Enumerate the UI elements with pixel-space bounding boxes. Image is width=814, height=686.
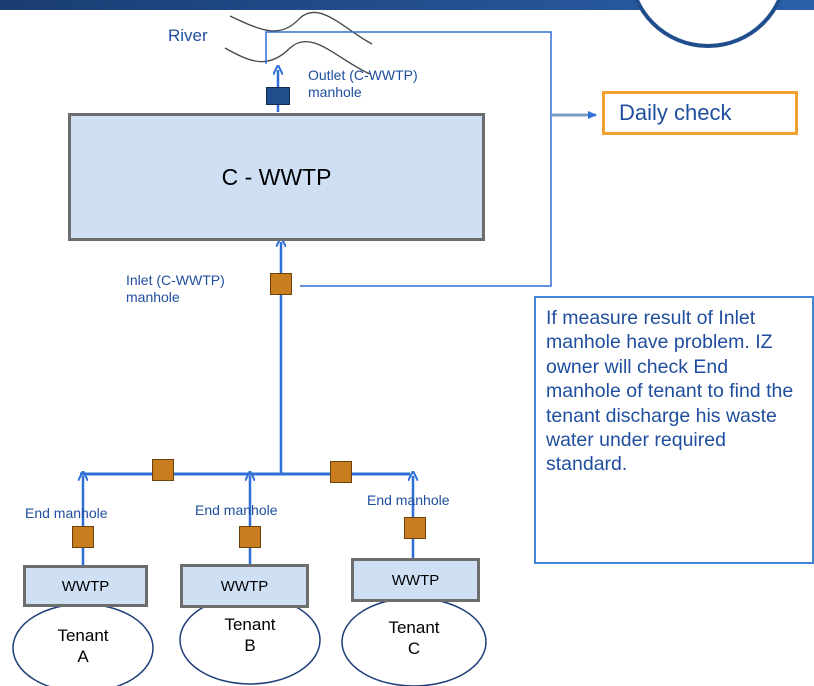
tenant-c-wwtp-box: WWTP: [351, 558, 480, 602]
note-text: If measure result of Inlet manhole have …: [546, 307, 794, 476]
tenant-a-line2: A: [77, 647, 89, 667]
tenant-c-line1: Tenant: [388, 618, 440, 637]
tenant-b-name: Tenant B: [210, 614, 290, 657]
tenant-c-line2: C: [407, 639, 421, 659]
end-manhole-label-a: End manhole: [25, 505, 108, 521]
tenant-b-line2: B: [244, 636, 256, 656]
collector-manhole: [152, 459, 174, 481]
end-manhole-a: [72, 526, 94, 548]
tenant-a-name: Tenant A: [43, 625, 123, 668]
tenant-c-wwtp-label: WWTP: [391, 571, 440, 589]
inlet-label: Inlet (C-WWTP) manhole: [126, 272, 225, 306]
river-curve: [229, 11, 373, 45]
outlet-label: Outlet (C-WWTP) manhole: [308, 67, 418, 101]
note-box: If measure result of Inlet manhole have …: [534, 296, 814, 564]
tenant-a-line1: Tenant: [57, 626, 109, 645]
tenant-b-wwtp-box: WWTP: [180, 564, 309, 608]
daily-check-box: Daily check: [602, 91, 798, 135]
tenant-c-name: Tenant C: [374, 617, 454, 660]
tenant-a-wwtp-label: WWTP: [61, 577, 110, 595]
collector-manhole: [330, 461, 352, 483]
tenant-a-wwtp-box: WWTP: [23, 565, 148, 607]
inlet-label-line2: manhole: [126, 288, 180, 305]
central-wwtp-label: C - WWTP: [221, 163, 332, 190]
tenant-b-line1: Tenant: [224, 615, 276, 634]
daily-check-label: Daily check: [619, 100, 732, 125]
end-manhole-b: [239, 526, 261, 548]
end-manhole-c: [404, 517, 426, 539]
river-curve: [224, 41, 371, 75]
inlet-manhole: [270, 273, 292, 295]
central-wwtp-box: C - WWTP: [68, 113, 485, 241]
end-manhole-label-b: End manhole: [195, 502, 278, 518]
outlet-label-line1: Outlet (C-WWTP): [308, 67, 418, 83]
tenant-b-wwtp-label: WWTP: [220, 577, 269, 595]
outlet-label-line2: manhole: [308, 83, 362, 100]
river-label: River: [168, 26, 208, 45]
end-manhole-label-c: End manhole: [367, 492, 450, 508]
header-bar: [0, 0, 814, 10]
inlet-label-line1: Inlet (C-WWTP): [126, 272, 225, 288]
outlet-manhole: [266, 87, 290, 105]
